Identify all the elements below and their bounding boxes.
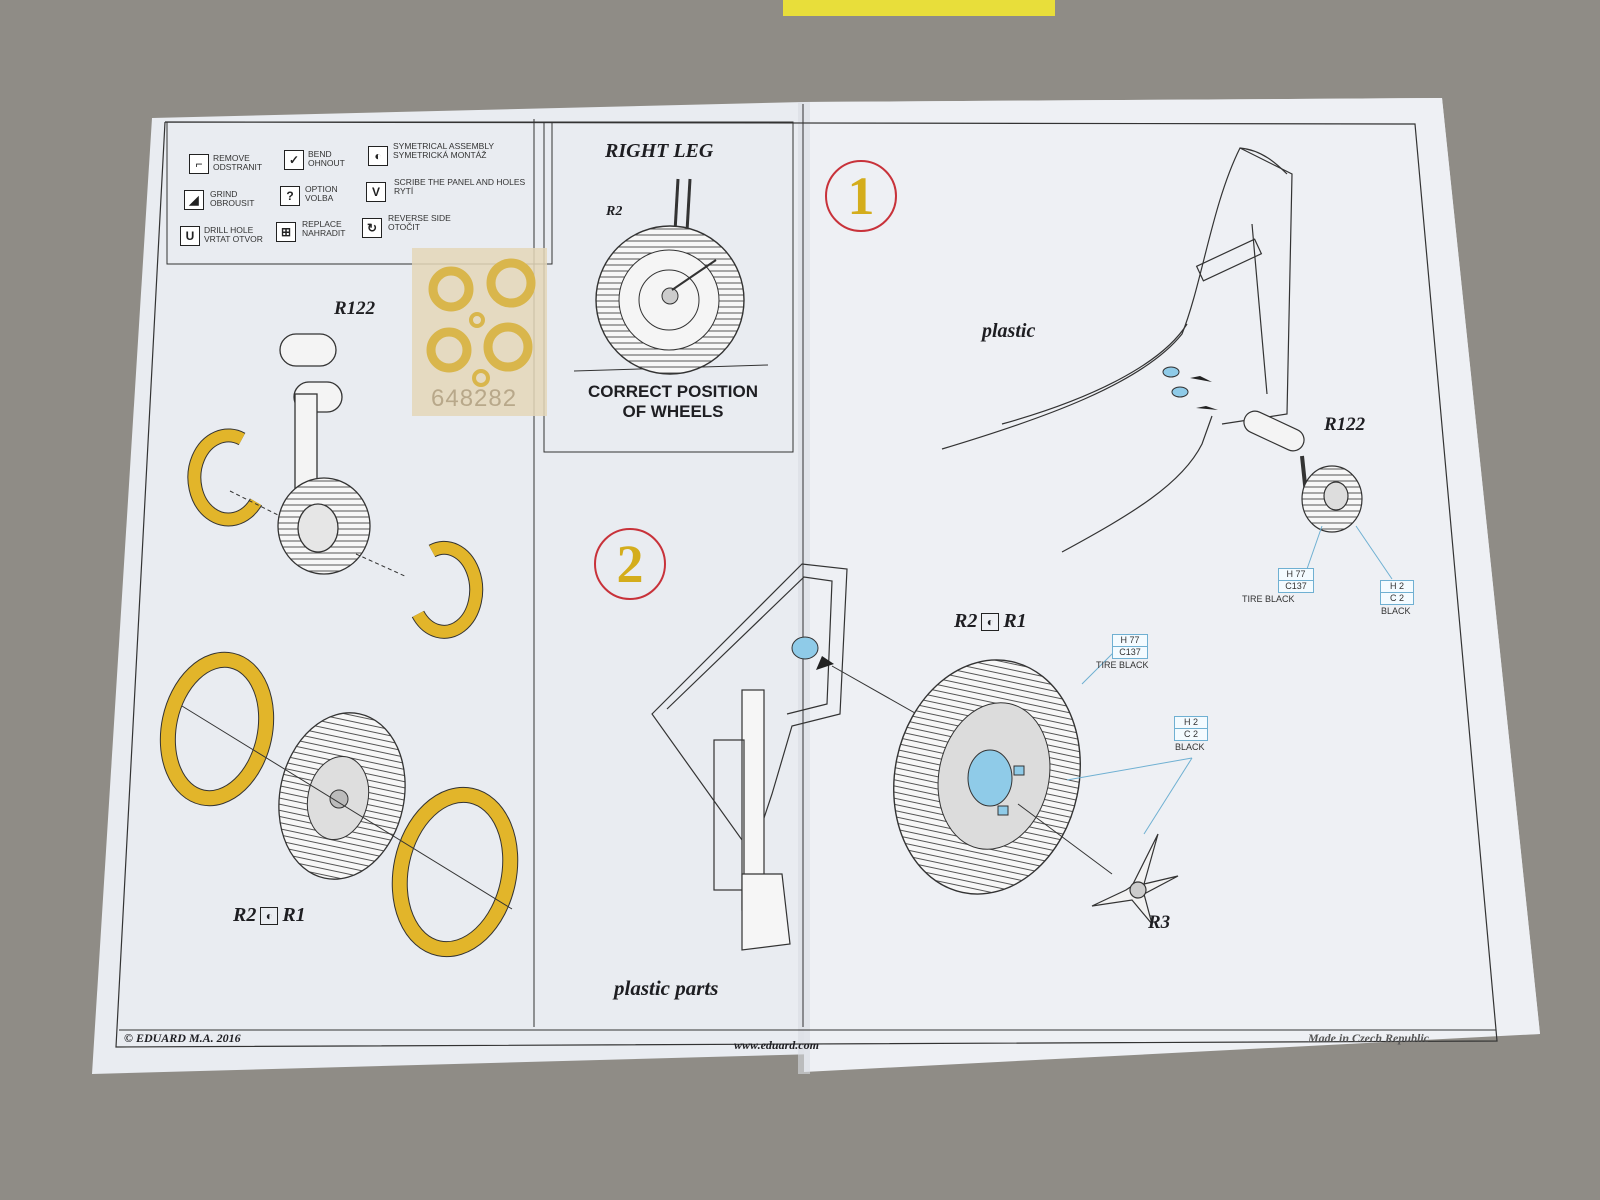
step2-paint-black: H 2 C 2 — [1174, 716, 1208, 741]
part-number: 648282 — [431, 385, 518, 412]
photo-etch-ring-d — [392, 787, 518, 957]
photo-etch-ring-c — [160, 652, 274, 806]
left-assembly-label: R2◐R1 — [233, 904, 306, 927]
inset-caption-2: OF WHEELS — [622, 402, 724, 421]
photo-etch-ring-b — [412, 541, 483, 638]
symmetrical-icon: ◐ — [260, 907, 279, 926]
footer-website: www.eduard.com — [734, 1038, 819, 1052]
step2-paint-tire-name: TIRE BLACK — [1096, 660, 1149, 670]
paint-h: H 77 — [1113, 635, 1147, 647]
option-icon: ? — [280, 186, 300, 206]
left-r1: R1 — [282, 904, 306, 926]
step-2-badge: 2 — [594, 528, 666, 600]
grind-icon: ◢ — [184, 190, 204, 210]
instruction-sheet: ⌐ REMOVE ODSTRANIT ✓ BEND OHNOUT ◐ SYMET… — [92, 94, 1572, 1094]
step1-gear-drawing — [1243, 410, 1363, 533]
drill-icon: U — [180, 226, 200, 246]
paint-h: H 77 — [1279, 569, 1313, 581]
paint-h: H 2 — [1381, 581, 1413, 593]
legend-option: OPTION VOLBA — [305, 184, 338, 203]
step1-paint-tire: H 77 C137 — [1278, 568, 1314, 593]
paint-c: C 2 — [1183, 729, 1198, 739]
step1-paint-black-name: BLACK — [1381, 606, 1411, 616]
inset-wheel-drawing — [595, 178, 745, 375]
hub-cap-drawing — [1091, 833, 1179, 925]
legend-remove: REMOVE ODSTRANIT — [213, 153, 263, 172]
step1-r122-label: R122 — [1324, 414, 1366, 435]
axle-highlight — [791, 636, 819, 660]
legend-drill: DRILL HOLE VRTAT OTVOR — [204, 225, 263, 244]
legend-symmetrical: SYMETRICAL ASSEMBLY SYMETRICKÁ MONTÁŽ — [393, 141, 495, 160]
inset-title: RIGHT LEG — [605, 140, 714, 162]
step1-paint-tire-name: TIRE BLACK — [1242, 594, 1295, 604]
legend-bend: BEND OHNOUT — [308, 149, 345, 168]
landing-gear-leg-drawing — [277, 333, 371, 575]
step2-r3-label: R3 — [1148, 912, 1171, 933]
yellow-tape — [783, 0, 1055, 16]
step2-paint-black-name: BLACK — [1175, 742, 1205, 752]
step2-r1: R1 — [1003, 610, 1027, 632]
legend-grind: GRIND OBROUSIT — [210, 189, 255, 208]
step2-r2: R2 — [954, 610, 978, 632]
step1-paint-black: H 2 C 2 — [1380, 580, 1414, 605]
reverse-icon: ↻ — [362, 218, 382, 238]
paint-c: C137 — [1119, 647, 1141, 657]
paint-c: C137 — [1285, 581, 1307, 591]
bend-icon: ✓ — [284, 150, 304, 170]
step2-paint-tire: H 77 C137 — [1112, 634, 1148, 659]
paint-c: C 2 — [1389, 593, 1404, 603]
photo-etch-ring-a — [188, 429, 262, 526]
sheet-artwork — [92, 98, 1540, 1074]
remove-icon: ⌐ — [189, 154, 209, 174]
inset-r2-label: R2 — [606, 204, 623, 219]
legend-scribe: SCRIBE THE PANEL AND HOLES RYTÍ — [394, 177, 526, 196]
fuselage-drawing — [941, 147, 1293, 553]
legend-replace: REPLACE NAHRADIT — [302, 219, 346, 238]
step-1-badge: 1 — [825, 160, 897, 232]
paint-h: H 2 — [1175, 717, 1207, 729]
main-leg-drawing — [651, 563, 848, 951]
step2-assembly-label: R2◐R1 — [954, 610, 1027, 633]
left-r122-label: R122 — [334, 298, 376, 319]
left-r2: R2 — [233, 904, 257, 926]
legend-reverse: REVERSE SIDE OTOČIT — [388, 213, 451, 232]
symmetrical-icon: ◐ — [368, 146, 388, 166]
plastic-parts-label: plastic parts — [614, 976, 719, 1000]
replace-icon: ⊞ — [276, 222, 296, 242]
main-wheel-drawing — [893, 659, 1081, 895]
footer-made-in: Made in Czech Republic — [1308, 1031, 1430, 1045]
inset-caption-1: CORRECT POSITION — [587, 382, 758, 401]
step1-plastic-label: plastic — [982, 320, 1036, 342]
symmetrical-icon: ◐ — [981, 613, 1000, 632]
scribe-icon: V — [366, 182, 386, 202]
footer-copyright: © EDUARD M.A. 2016 — [124, 1031, 241, 1045]
